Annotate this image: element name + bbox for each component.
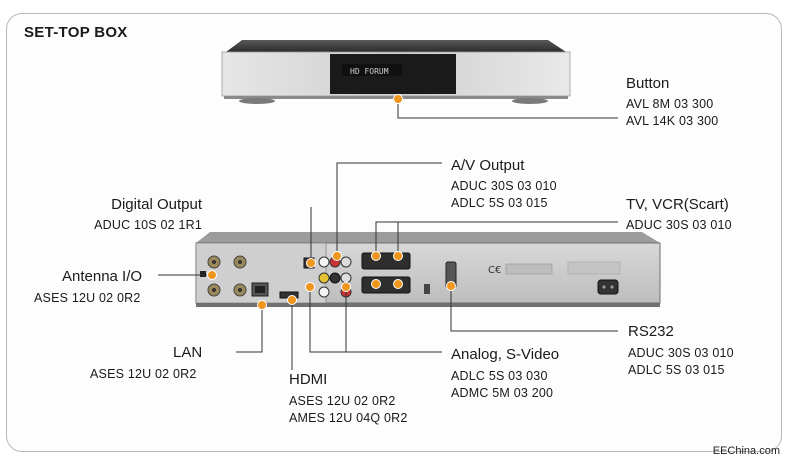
av-output-code-1: ADUC 30S 03 010 [451,179,557,193]
rs232-heading: RS232 [628,323,674,340]
av-output-code-2: ADLC 5S 03 015 [451,196,548,210]
hdmi-code-2: AMES 12U 04Q 0R2 [289,411,408,425]
marker-digital-output [306,258,316,268]
lan-heading: LAN [173,344,203,361]
callout-markers [207,94,456,310]
front-view: HD FORUM [221,40,571,104]
marker-lan [257,300,267,310]
marker-analog-1 [305,282,315,292]
marker-rs232 [446,281,456,291]
button-code-2: AVL 14K 03 300 [626,114,719,128]
antenna-code-1: ASES 12U 02 0R2 [34,291,141,305]
marker-scart-2 [393,251,403,261]
hdmi-heading: HDMI [289,371,328,388]
diagram-title: SET-TOP BOX [24,24,128,41]
digital-output-code-1: ADUC 10S 02 1R1 [94,218,202,232]
marker-antenna [207,270,217,280]
tv-vcr-code-1: ADUC 30S 03 010 [626,218,732,232]
analog-code-2: ADMC 5M 03 200 [451,386,554,400]
hdmi-code-1: ASES 12U 02 0R2 [289,394,396,408]
antenna-heading: Antenna I/O [62,268,143,285]
marker-scart-4 [393,279,403,289]
rear-view: C€ [195,232,661,307]
marker-button [393,94,403,104]
av-output-heading: A/V Output [451,157,525,174]
front-display-text: HD FORUM [350,67,389,76]
marker-av-output [332,251,342,261]
marker-hdmi [287,295,297,305]
marker-scart-3 [371,279,381,289]
rs232-code-2: ADLC 5S 03 015 [628,363,725,377]
rs232-code-1: ADUC 30S 03 010 [628,346,734,360]
analog-code-1: ADLC 5S 03 030 [451,369,548,383]
leader-lines [158,99,618,370]
lan-code-1: ASES 12U 02 0R2 [90,367,197,381]
tv-vcr-heading: TV, VCR(Scart) [626,196,729,213]
svg-text:C€: C€ [488,265,501,276]
button-code-1: AVL 8M 03 300 [626,97,714,111]
digital-output-heading: Digital Output [111,196,202,213]
analog-heading: Analog, S-Video [451,346,560,363]
button-heading: Button [626,75,670,92]
marker-analog-2 [341,282,351,292]
marker-scart-1 [371,251,381,261]
watermark-text: EEChina.com [712,445,780,457]
